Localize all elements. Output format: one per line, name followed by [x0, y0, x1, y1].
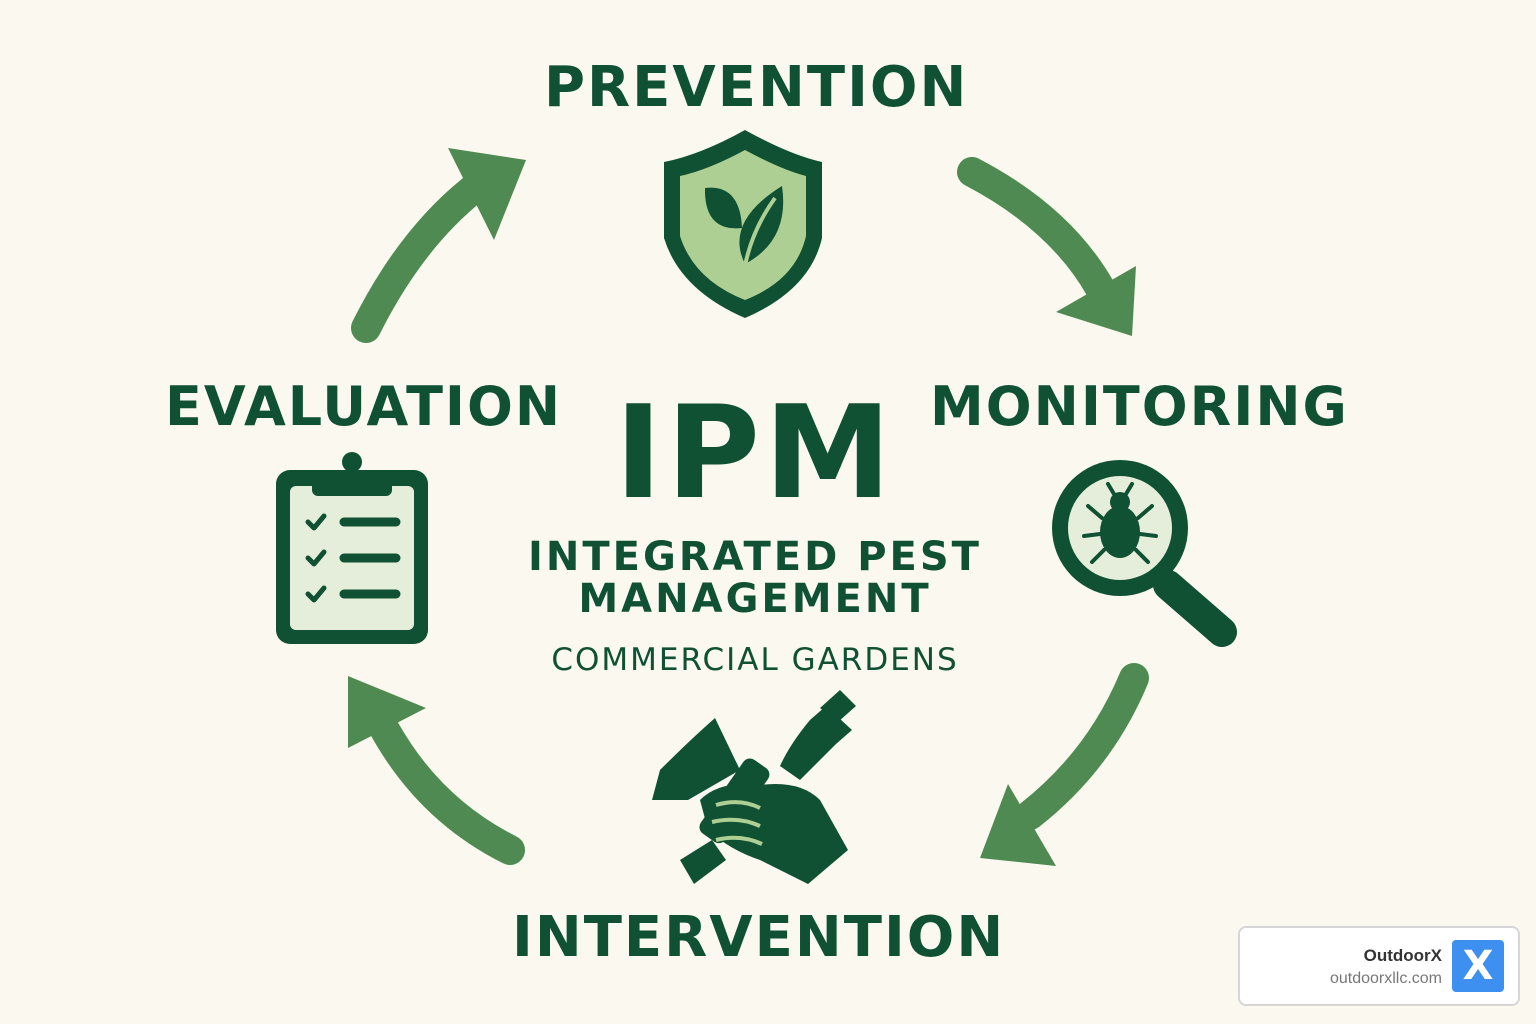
- ipm-full-name: INTEGRATED PEST MANAGEMENT: [500, 536, 1010, 620]
- arrow-evaluation-to-prevention: [351, 175, 487, 343]
- arrowhead-bottom-right: [980, 784, 1056, 866]
- ipm-abbreviation: IPM: [614, 379, 896, 528]
- stage-label-monitoring: MONITORING: [930, 375, 1349, 438]
- arrowhead-bottom-left: [348, 676, 426, 748]
- brand-logo-icon: X: [1452, 940, 1504, 992]
- arrow-intervention-to-evaluation: [370, 715, 525, 865]
- arrow-monitoring-to-intervention: [1015, 663, 1149, 830]
- arrow-prevention-to-monitoring: [957, 157, 1115, 303]
- brand-name: OutdoorX: [1363, 946, 1442, 965]
- ipm-subtitle: COMMERCIAL GARDENS: [551, 642, 959, 678]
- ipm-full-name-line2: MANAGEMENT: [578, 576, 932, 622]
- brand-badge[interactable]: OutdoorX outdoorxllc.com X: [1238, 926, 1520, 1006]
- arrowhead-top-left: [448, 148, 526, 240]
- stage-label-prevention: PREVENTION: [544, 55, 969, 120]
- stage-label-evaluation: EVALUATION: [165, 375, 563, 438]
- brand-url[interactable]: outdoorxllc.com: [1329, 970, 1442, 987]
- arrowhead-top-right: [1056, 266, 1136, 336]
- ipm-full-name-line1: INTEGRATED PEST: [528, 534, 982, 580]
- center-title-block: IPM INTEGRATED PEST MANAGEMENT COMMERCIA…: [500, 379, 1010, 679]
- stage-label-intervention: INTERVENTION: [512, 905, 1006, 970]
